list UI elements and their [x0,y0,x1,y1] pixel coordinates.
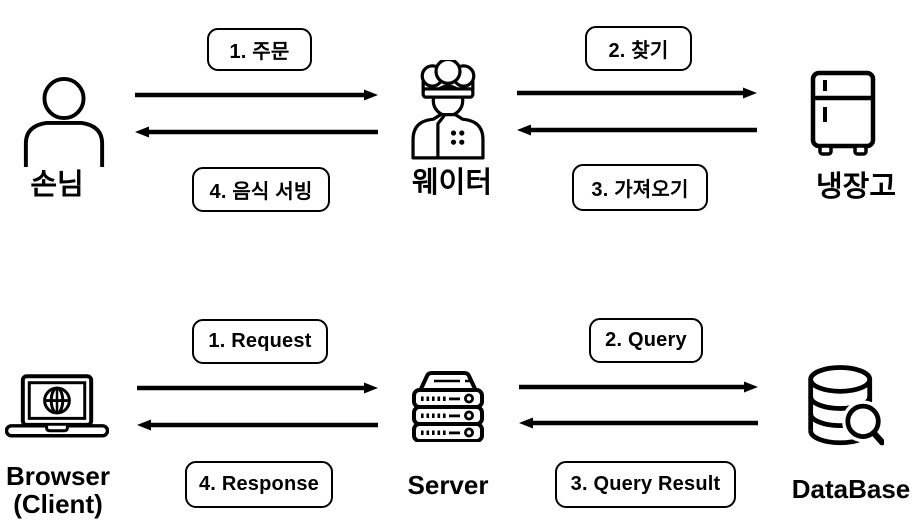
arrow-right-query [519,381,758,393]
step-box-order: 1. 주문 [207,28,312,71]
refrigerator-label: 냉장고 [815,171,897,203]
step-box-serve: 4. 음식 서빙 [192,167,330,212]
browser-label-line2: (Client) [13,489,103,520]
step-box-fetch: 3. 가져오기 [572,164,708,211]
fridge-icon [809,70,877,158]
database-label: DataBase [791,474,911,504]
arrow-left-serve [135,126,378,138]
customer-label: 손님 [30,169,84,201]
arrow-right-find [517,87,757,99]
arrow-right-request [137,382,378,394]
arrow-right-order [135,89,378,101]
step-box-response: 4. Response [185,461,333,508]
laptop-browser-icon [5,374,109,438]
waiter-label: 웨이터 [411,167,493,199]
server-label: Server [407,470,489,500]
chef-icon [402,60,494,160]
step-box-query-result: 3. Query Result [555,461,736,508]
arrow-left-fetch [517,124,757,136]
step-box-query: 2. Query [589,318,703,363]
person-icon [20,76,108,168]
arrow-left-response [137,419,378,431]
arrow-left-query-result [519,417,758,429]
database-search-icon [804,364,884,452]
server-rack-icon [410,368,486,442]
browser-label: Browser (Client) [0,462,116,518]
browser-label-line1: Browser [5,461,111,491]
step-box-request: 1. Request [192,319,328,364]
step-box-find: 2. 찾기 [585,26,692,71]
